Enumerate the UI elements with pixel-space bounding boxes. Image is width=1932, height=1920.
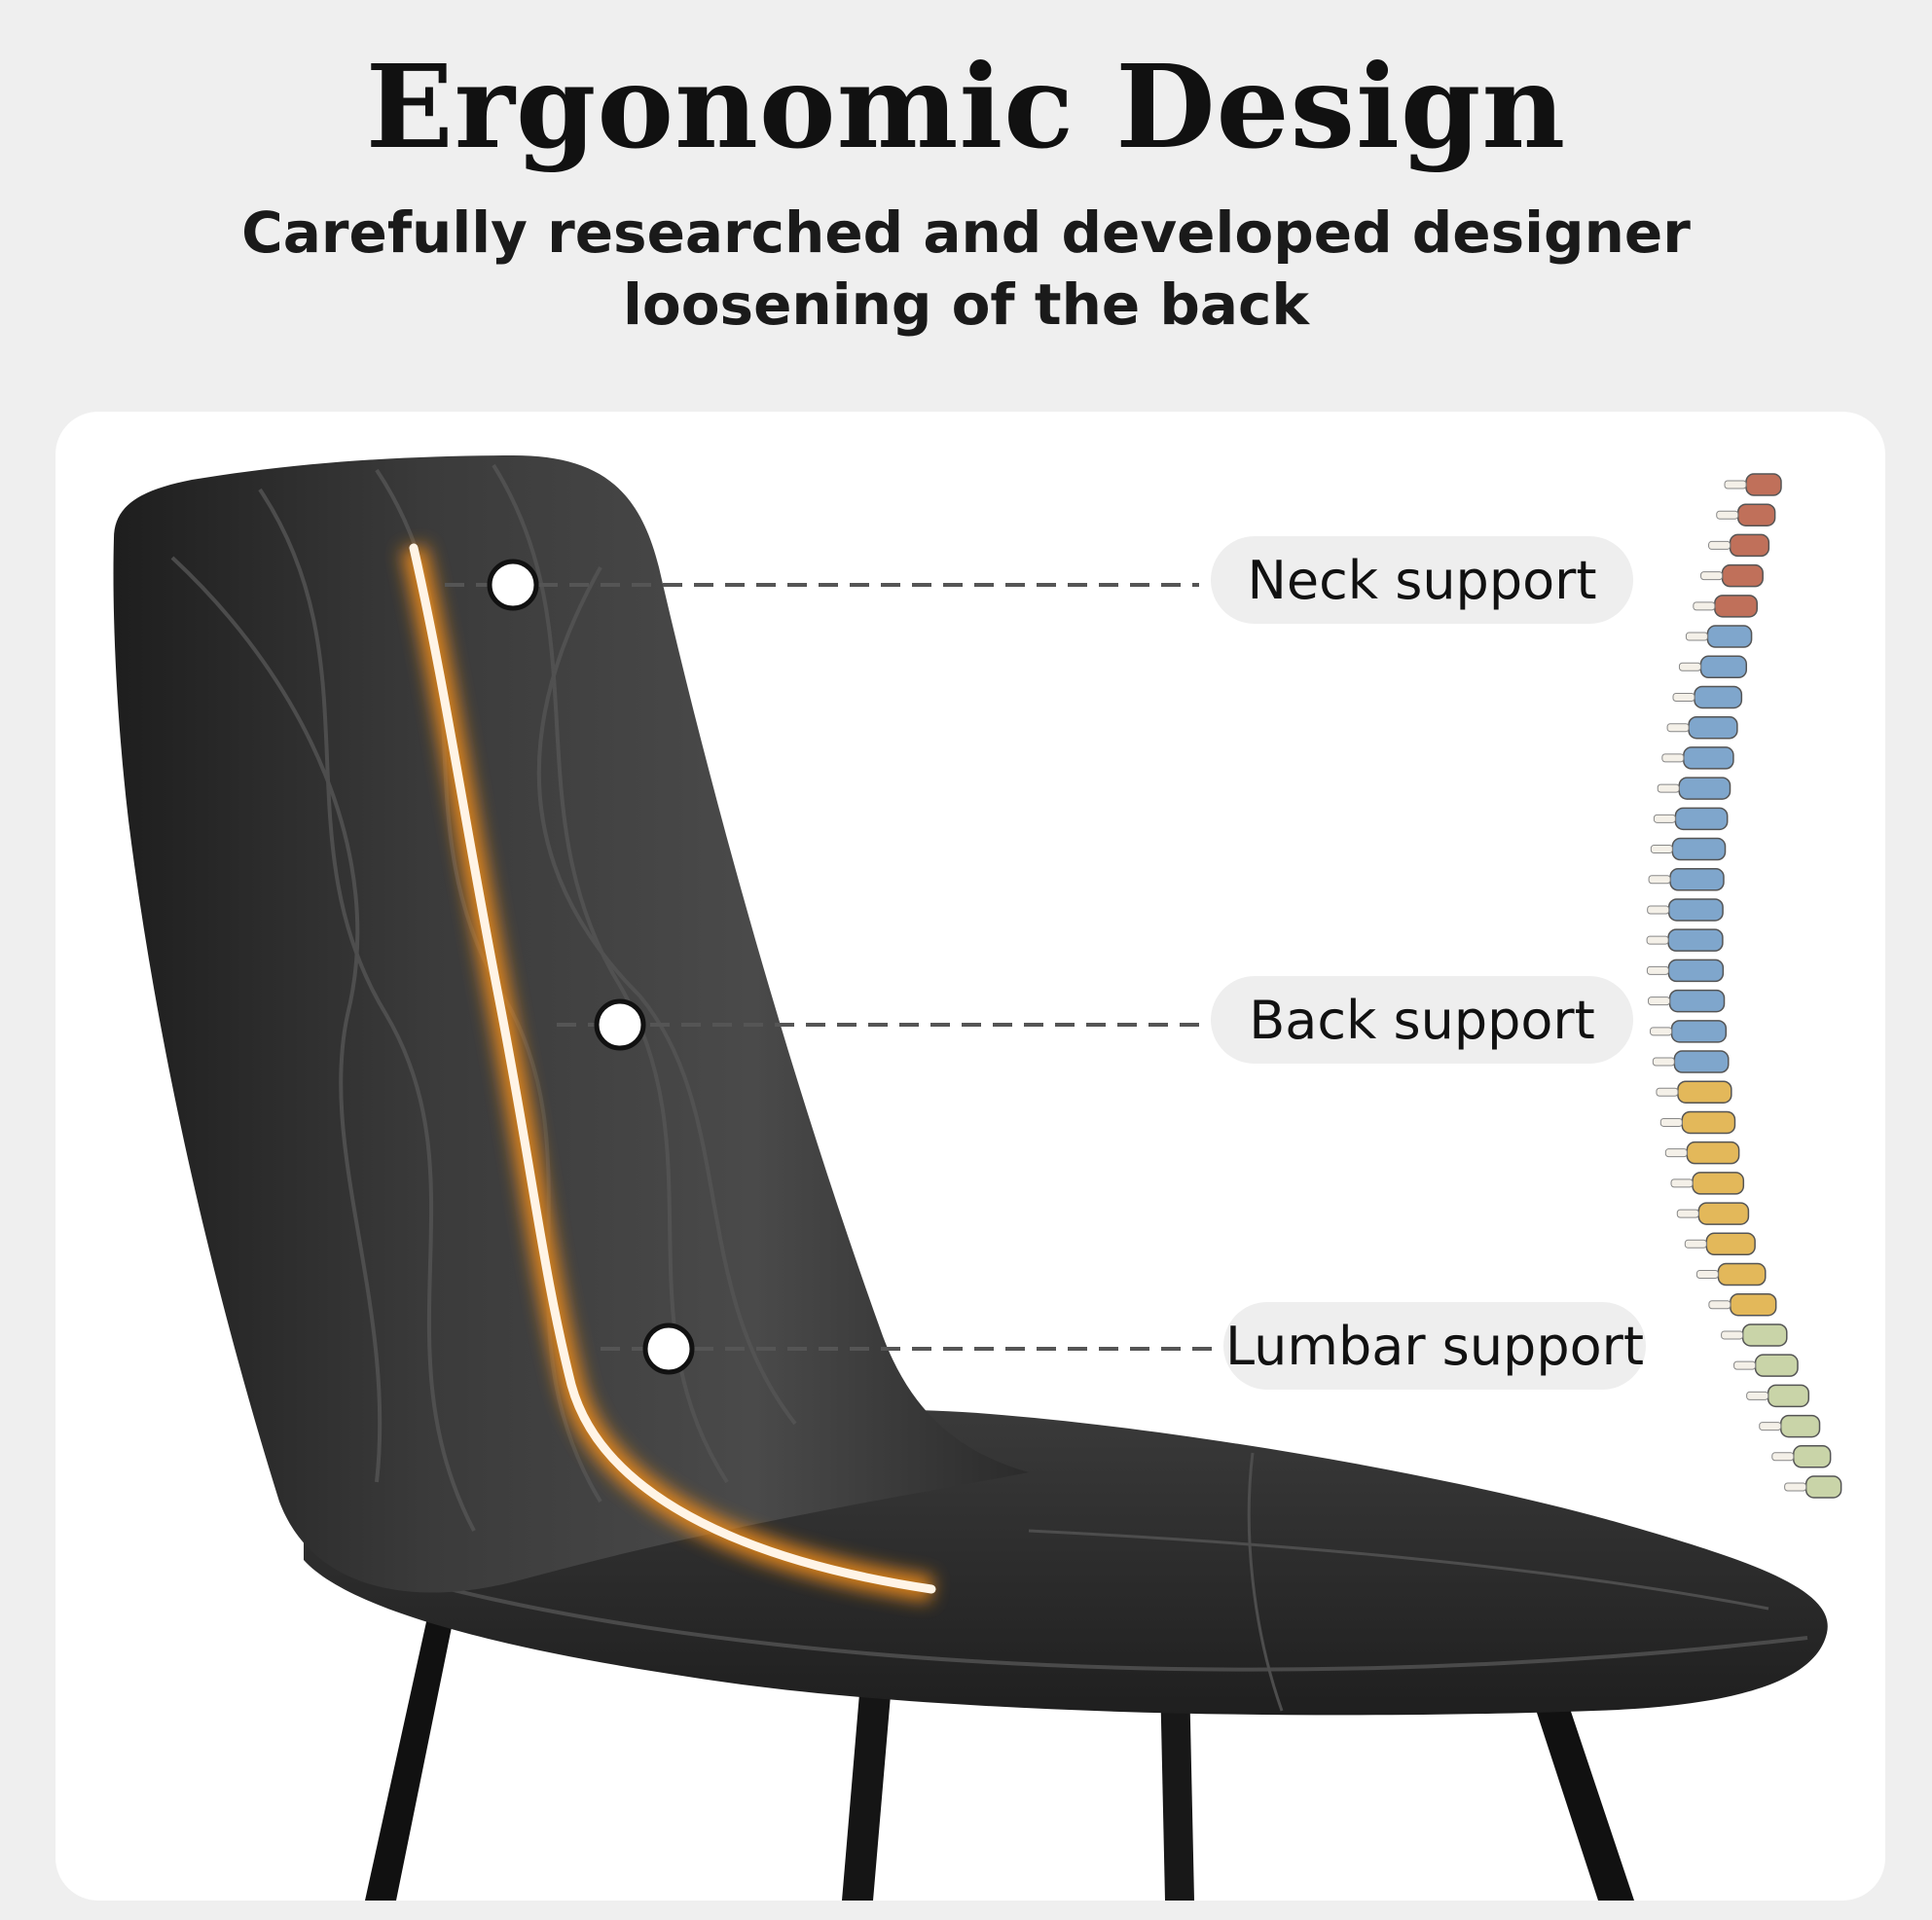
vertebra-process: [1746, 1391, 1769, 1400]
page-title: Ergonomic Design: [365, 39, 1567, 174]
callout-label: Neck support: [1247, 549, 1597, 611]
vertebra-process: [1653, 814, 1676, 823]
chair-illustration: [113, 455, 1842, 1901]
callout-lumbar-support: Lumbar support: [1223, 1302, 1646, 1390]
vertebra-process: [1650, 1027, 1673, 1036]
vertebra: [1697, 1202, 1750, 1225]
vertebra-process: [1700, 571, 1724, 581]
product-card: Neck support Back support Lumbar support: [55, 412, 1885, 1901]
circle-marker-neck: [487, 559, 539, 611]
vertebra-process: [1721, 1330, 1744, 1340]
vertebra: [1667, 928, 1724, 952]
vertebra: [1683, 746, 1734, 770]
vertebra-process: [1676, 1209, 1699, 1218]
vertebra: [1667, 959, 1725, 983]
page-subtitle: Carefully researched and developed desig…: [0, 197, 1932, 341]
vertebra-process: [1771, 1452, 1795, 1462]
subtitle-line-2: loosening of the back: [622, 272, 1310, 338]
vertebra-process: [1678, 662, 1701, 671]
vertebra: [1677, 1080, 1732, 1104]
vertebra-process: [1716, 510, 1739, 520]
vertebra: [1729, 533, 1770, 558]
vertebra: [1681, 1110, 1736, 1135]
vertebra-process: [1672, 692, 1695, 702]
vertebra: [1793, 1445, 1832, 1468]
vertebra: [1779, 1414, 1821, 1438]
vertebra: [1678, 777, 1732, 800]
vertebra-process: [1650, 845, 1673, 854]
vertebra-process: [1661, 753, 1685, 763]
vertebra: [1699, 655, 1748, 679]
vertebra-process: [1695, 1270, 1719, 1280]
vertebra-process: [1693, 601, 1716, 611]
vertebra: [1674, 807, 1729, 831]
vertebra: [1673, 1050, 1730, 1073]
vertebra-process: [1708, 1300, 1732, 1310]
callout-neck-support: Neck support: [1211, 536, 1633, 624]
callout-label: Lumbar support: [1224, 1315, 1645, 1377]
vertebra: [1745, 473, 1782, 496]
vertebra: [1667, 898, 1724, 922]
spine-line: [409, 543, 936, 1594]
vertebra: [1804, 1475, 1842, 1499]
callout-label: Back support: [1249, 989, 1595, 1051]
vertebra-process: [1664, 1148, 1688, 1158]
vertebra: [1754, 1354, 1799, 1377]
vertebra: [1721, 563, 1764, 588]
vertebra-process: [1646, 935, 1669, 945]
vertebra: [1717, 1262, 1767, 1286]
vertebra: [1688, 715, 1738, 740]
vertebra-process: [1648, 875, 1671, 885]
subtitle-line-1: Carefully researched and developed desig…: [241, 199, 1691, 266]
vertebra-process: [1666, 723, 1690, 733]
vertebra-process: [1724, 480, 1747, 489]
vertebra-process: [1652, 1057, 1675, 1067]
vertebra-process: [1659, 1117, 1683, 1127]
vertebra: [1686, 1141, 1740, 1165]
vertebra-process: [1759, 1422, 1782, 1431]
vertebra-process: [1648, 996, 1671, 1006]
vertebra: [1741, 1323, 1788, 1347]
vertebra-process: [1646, 965, 1669, 975]
callout-back-support: Back support: [1211, 976, 1633, 1064]
vertebra: [1736, 503, 1776, 526]
vertebra: [1670, 1020, 1728, 1043]
vertebra: [1714, 595, 1758, 618]
vertebra-process: [1784, 1482, 1807, 1492]
vertebra-process: [1708, 540, 1732, 550]
vertebra: [1730, 1292, 1777, 1317]
vertebra-process: [1656, 1087, 1679, 1097]
vertebra: [1669, 868, 1725, 891]
vertebra-process: [1685, 632, 1708, 641]
vertebra-process: [1733, 1360, 1757, 1370]
vertebra: [1692, 1172, 1745, 1195]
spine-icon: [1646, 473, 1842, 1499]
vertebra: [1767, 1384, 1810, 1408]
circle-marker-back: [594, 998, 646, 1051]
vertebra-process: [1647, 905, 1670, 915]
vertebra-process: [1670, 1178, 1694, 1188]
vertebra-process: [1657, 783, 1680, 793]
leader-lines: [445, 583, 1219, 1351]
vertebra: [1668, 989, 1726, 1013]
circle-marker-lumbar: [642, 1322, 695, 1375]
vertebra: [1706, 625, 1753, 648]
vertebra: [1694, 685, 1743, 709]
vertebra: [1671, 837, 1727, 861]
vertebra-process: [1684, 1239, 1707, 1249]
vertebra: [1705, 1232, 1756, 1256]
